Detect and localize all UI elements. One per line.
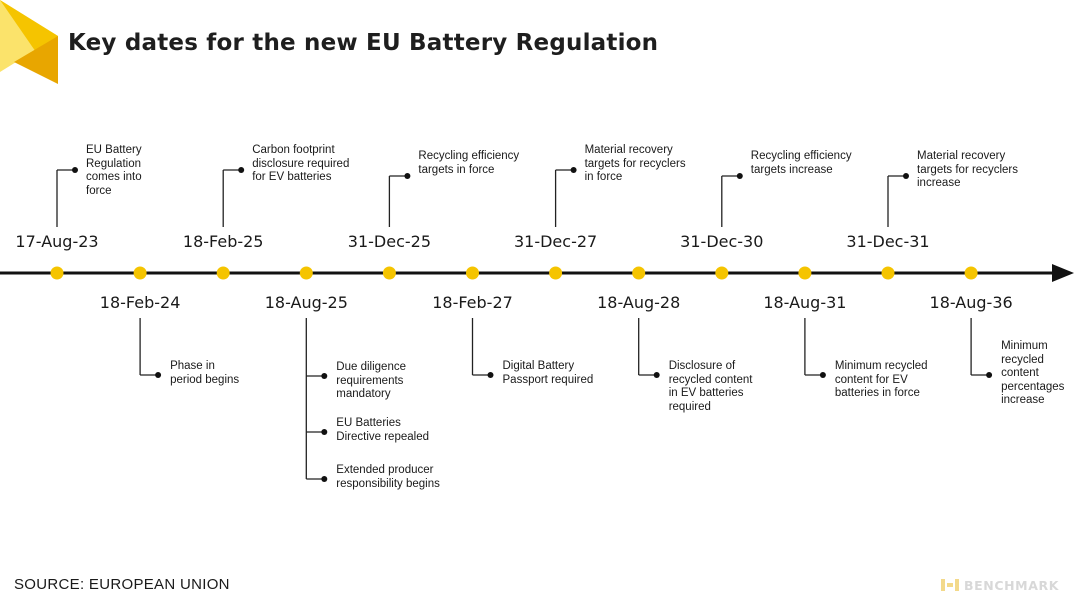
event-note: Recycling efficiency targets in force — [418, 150, 520, 176]
brand-name: BENCHMARK — [964, 577, 1059, 593]
event-date: 18-Aug-31 — [763, 293, 847, 312]
note-bullet — [570, 167, 577, 173]
milestone-dot — [964, 266, 978, 280]
note-bullet — [72, 167, 78, 173]
note-bullet — [155, 372, 162, 378]
note-bullet — [321, 373, 328, 379]
event-note: EU Battery Regulation comes into force — [86, 144, 142, 197]
milestone-dot — [382, 266, 396, 280]
milestone-dot — [216, 266, 230, 280]
event-note: Minimum recycled content for EV batterie… — [834, 360, 928, 399]
brand-logo: BENCHMARK — [940, 577, 1059, 593]
event-date: 31-Dec-30 — [680, 232, 764, 251]
milestone-dot — [715, 266, 729, 280]
event-note: Disclosure of recycled content in EV bat… — [668, 360, 753, 413]
event-note: Carbon footprint disclosure required for… — [252, 144, 350, 183]
event-note: Phase in period begins — [170, 360, 240, 386]
source-note: SOURCE: EUROPEAN UNION — [14, 576, 230, 593]
event-note: Material recovery targets for recyclers … — [917, 150, 1018, 189]
benchmark-logo-icon — [941, 579, 959, 591]
note-bullet — [653, 372, 660, 378]
milestone-dot — [133, 266, 147, 280]
event-date: 18-Aug-28 — [597, 293, 681, 312]
event-date: 31-Dec-25 — [347, 232, 432, 251]
note-bullet — [487, 372, 494, 378]
note-bullet — [736, 173, 743, 179]
milestone-dot — [632, 266, 646, 280]
milestone-dot — [798, 266, 812, 280]
event-date: 18-Aug-36 — [929, 293, 1013, 312]
event-date: 31-Dec-31 — [846, 232, 930, 251]
milestone-dot — [50, 266, 64, 280]
note-bullet — [321, 429, 328, 435]
event-date: 31-Dec-27 — [513, 232, 598, 251]
milestone-dot — [466, 266, 479, 280]
event-date: 18-Feb-25 — [182, 232, 264, 251]
milestone-dot — [299, 266, 313, 280]
event-note: EU Batteries Directive repealed — [336, 417, 429, 443]
folded-triangle-logo-icon — [0, 0, 58, 84]
event-note: Minimum recycled content percentages inc… — [1001, 340, 1065, 406]
note-bullet — [986, 372, 993, 378]
event-date: 17-Aug-23 — [15, 232, 99, 251]
event-date: 18-Feb-24 — [99, 293, 181, 312]
note-bullet — [903, 173, 909, 179]
event-note: Extended producer responsibility begins — [336, 464, 440, 490]
event-date: 18-Aug-25 — [264, 293, 348, 312]
arrow-right-icon — [1052, 264, 1074, 282]
event-note: Due diligence requirements mandatory — [336, 361, 406, 400]
note-bullet — [819, 372, 826, 378]
event-note: Material recovery targets for recyclers … — [584, 144, 686, 183]
note-bullet — [238, 167, 245, 173]
note-bullet — [404, 173, 411, 179]
event-date: 18-Feb-27 — [432, 293, 513, 312]
milestone-dot — [881, 266, 895, 280]
event-note: Recycling efficiency targets increase — [750, 150, 852, 176]
milestone-dot — [549, 266, 563, 280]
page-title: Key dates for the new EU Battery Regulat… — [68, 30, 659, 56]
note-bullet — [321, 476, 328, 482]
event-note: Digital Battery Passport required — [502, 360, 594, 386]
